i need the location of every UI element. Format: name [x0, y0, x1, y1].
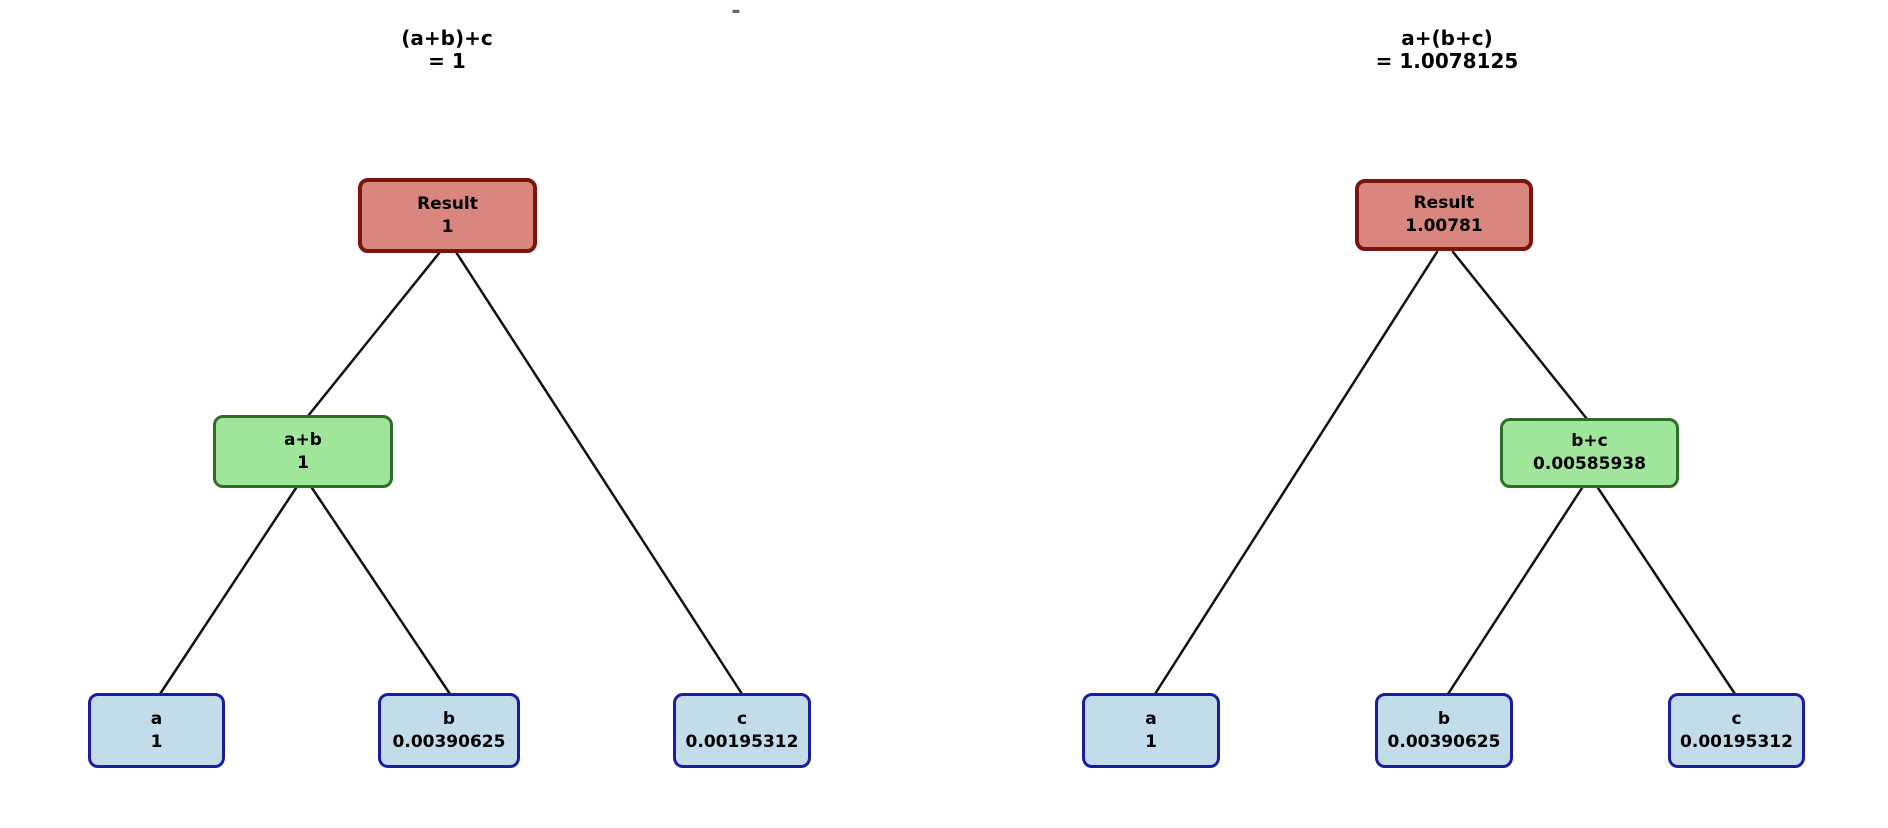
right-op-node-label: b+c [1571, 431, 1608, 451]
left-leaf-c-node: c 0.00195312 [673, 693, 811, 768]
left-leaf-a-value: 1 [150, 731, 163, 752]
left-op-node-label: a+b [284, 429, 322, 450]
right-result-node: Result 1.00781 [1355, 179, 1533, 251]
left-op-node-value: 1 [297, 452, 309, 473]
right-leaf-a-node: a 1 [1082, 693, 1220, 768]
right-edge-result-to-a [1153, 250, 1439, 696]
right-leaf-c-value: 0.00195312 [1680, 731, 1793, 752]
left-title-expression: (a+b)+c [401, 26, 493, 50]
right-leaf-b-value: 0.00390625 [1387, 731, 1501, 752]
right-leaf-c-node: c 0.00195312 [1668, 693, 1805, 768]
figure-top-dash: - [731, 0, 741, 24]
left-result-node: Result 1 [358, 178, 537, 253]
left-title-result: = 1 [428, 49, 466, 73]
left-leaf-c-label: c [736, 708, 748, 729]
right-leaf-a-value: 1 [1145, 731, 1157, 752]
left-leaf-b-node: b 0.00390625 [378, 693, 520, 768]
left-result-node-label: Result [417, 193, 478, 214]
left-tree-title: (a+b)+c = 1 [287, 27, 607, 73]
left-op-node: a+b 1 [213, 415, 393, 488]
left-leaf-a-label: a [150, 708, 163, 729]
right-result-node-label: Result [1413, 193, 1475, 213]
left-edge-op-to-a [158, 486, 298, 696]
left-edge-op-to-b [310, 486, 452, 696]
left-edge-result-to-c [454, 250, 744, 696]
right-title-expression: a+(b+c) [1401, 26, 1493, 50]
right-leaf-b-label: b [1437, 708, 1451, 729]
right-leaf-b-node: b 0.00390625 [1375, 693, 1513, 768]
right-op-node: b+c 0.00585938 [1500, 418, 1679, 488]
right-leaf-a-label: a [1145, 708, 1157, 729]
right-title-result: = 1.0078125 [1375, 49, 1519, 73]
right-result-node-value: 1.00781 [1405, 216, 1483, 236]
left-leaf-c-value: 0.00195312 [685, 731, 799, 752]
left-leaf-a-node: a 1 [88, 693, 225, 768]
right-leaf-c-label: c [1731, 708, 1742, 729]
right-tree-title: a+(b+c) = 1.0078125 [1287, 27, 1607, 73]
right-op-node-value: 0.00585938 [1533, 454, 1646, 474]
right-edge-result-to-op [1451, 250, 1589, 421]
left-leaf-b-label: b [442, 708, 456, 729]
left-result-node-value: 1 [441, 216, 454, 237]
left-leaf-b-value: 0.00390625 [392, 731, 506, 752]
right-edge-op-to-c [1596, 486, 1737, 696]
left-edge-result-to-op [306, 250, 442, 418]
right-edge-op-to-b [1446, 486, 1584, 696]
